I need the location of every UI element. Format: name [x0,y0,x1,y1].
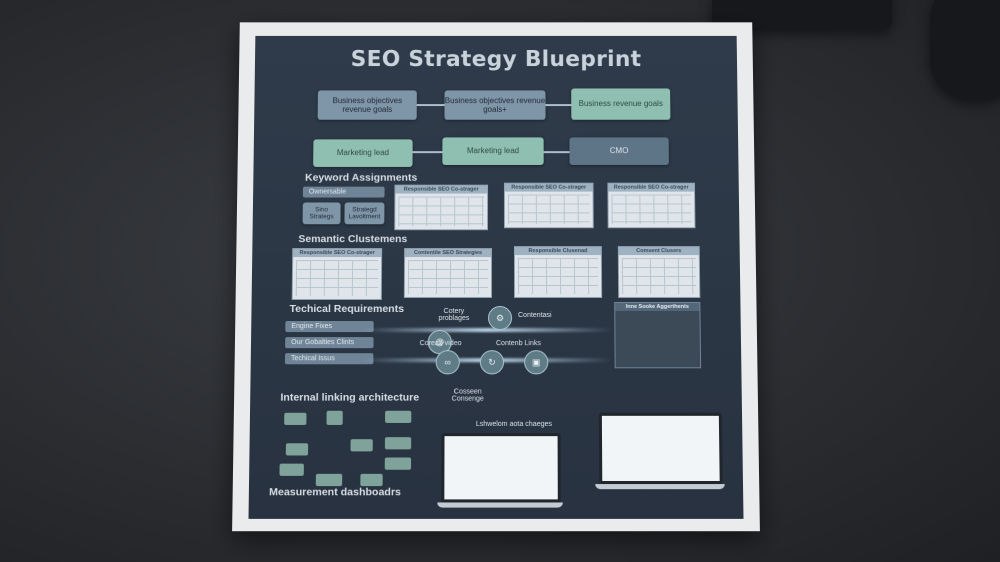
technical-pill-3: Techical Issus [284,353,374,365]
keyword-pill-2: Sino Strategs [302,202,341,225]
keyword-pill-1: Ownersable [302,186,385,198]
section-technical: Techical Requirements [289,302,405,316]
panel-header: Inne Sooke Aggerthents [615,302,700,311]
table-header: Comsent Clusers [618,247,699,256]
laptop-base [437,502,563,508]
poster-title: SEO Strategy Blueprint [350,47,642,72]
semantic-table-2: Contentile SEO Strategies [403,248,493,298]
table-header: Contentile SEO Strategies [405,249,492,258]
flow-line [361,328,613,333]
dashboard-screen [441,433,561,503]
second-box-2: Marketing lead [442,137,544,165]
gear-icon: ⚙ [487,305,513,331]
technical-node-label: Coreab video [419,340,462,348]
laptop-right [595,412,725,503]
section-measurement: Measurement dashboadrs [269,486,401,499]
table-header: Responsible SEO Co-strager [608,183,695,192]
network-node [385,410,412,423]
network-node [384,437,412,450]
table-header: Responsible Clusenad [514,247,601,256]
technical-pill-1: Engine Fixes [285,321,374,333]
network-node [279,463,304,476]
laptop-left [437,433,563,519]
dashboard-screen [598,412,723,485]
connector [543,151,570,154]
technical-side-panel: Inne Sooke Aggerthents [614,301,702,369]
semantic-table-1: Responsible SEO Co-strager [291,248,383,300]
refresh-icon: ↻ [479,350,505,375]
network-node [350,439,373,452]
top-box-2: Business objectives revenue goals+ [444,90,546,120]
network-node [360,473,383,487]
keyword-pill-3: Strategd Lavoltment [344,202,385,225]
keyword-table-3: Responsible SEO Co-strager [607,182,696,229]
table-header: Responsible SEO Co-strager [504,183,593,192]
second-box-1: Marketing lead [313,139,413,167]
table-header: Responsible SEO Co-strager [395,185,488,194]
section-semantic: Semantic Clustemens [298,233,408,246]
semantic-table-3: Responsible Clusenad [513,246,603,298]
second-box-3: CMO [569,137,669,165]
technical-node-label: Cotery problages [438,307,470,323]
connector [412,151,443,154]
speaker-device [930,0,1000,100]
semantic-table-4: Comsent Clusers [617,246,701,298]
section-internal: Internal linking architecture [280,391,420,404]
image-icon: ▣ [524,350,549,375]
network-node [284,412,307,425]
table-header: Responsible SEO Co-strager [293,249,382,258]
poster: SEO Strategy Blueprint Business objectiv… [232,22,760,532]
top-box-3: Business revenue goals [571,88,671,120]
internal-label-2: Lshwelom aota chaeges [475,420,553,429]
connector [545,104,572,107]
technical-node-label: Contentasi [518,311,552,320]
technical-pill-2: Our Gobalties Clints [285,337,374,349]
keyword-table-1: Responsible SEO Co-strager [394,184,489,231]
internal-label-1: Cosseen Consenge [451,388,484,403]
poster-body: SEO Strategy Blueprint Business objectiv… [248,35,744,519]
network-node [384,457,412,470]
technical-node-label: Contenb Links [496,340,541,348]
network-node [326,410,343,425]
connector [416,104,445,107]
laptop-base [595,484,725,490]
link-icon: ∞ [435,350,460,375]
keyword-table-2: Responsible SEO Co-strager [503,182,594,229]
top-box-1: Business objectives revenue goals [317,90,417,120]
network-node [315,473,343,487]
network-node [285,443,309,456]
section-keyword: Keyword Assignments [304,171,418,184]
